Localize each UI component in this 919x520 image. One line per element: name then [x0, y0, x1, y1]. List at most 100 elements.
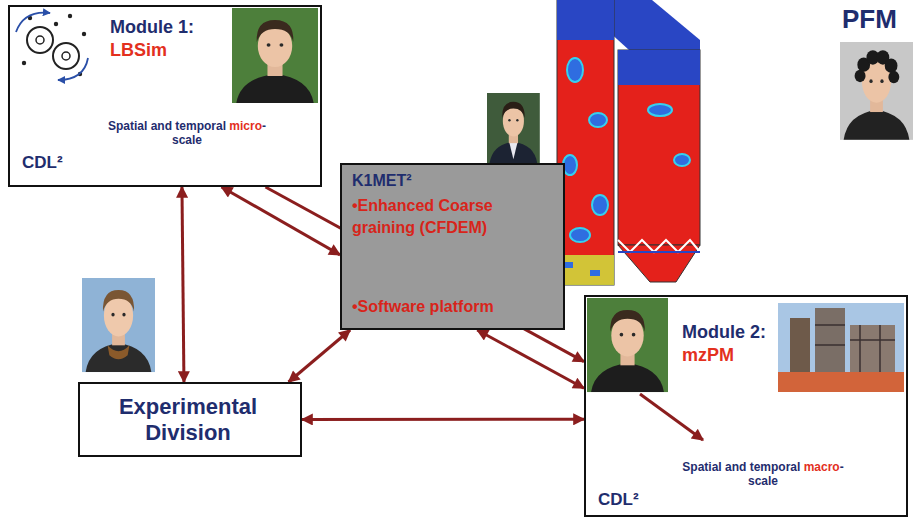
- particle-icon: [36, 36, 44, 44]
- cfd-simulation: [618, 50, 700, 85]
- cfd-simulation: [565, 262, 573, 268]
- module-box: Module 2:mzPM Spatial and temporal macro-…: [584, 295, 908, 517]
- plant-photo: [778, 303, 904, 392]
- division-box: Experimental Division: [78, 382, 302, 457]
- particle-icon: [53, 43, 79, 69]
- module-name: LBSim: [110, 40, 167, 62]
- person-photo: [86, 343, 152, 372]
- bullet-item: •Enhanced Coarse graining (CFDEM): [352, 195, 502, 240]
- person-photo: [587, 298, 668, 392]
- person-photo: [257, 20, 294, 42]
- connector-arrow: [302, 418, 584, 421]
- particle-icon: [16, 13, 50, 32]
- cfd-simulation: [589, 113, 607, 127]
- text-part: Spatial and temporal: [108, 119, 229, 133]
- particle-icon: [54, 22, 58, 26]
- text-part: Spatial and temporal: [682, 460, 803, 474]
- person-photo: [267, 43, 271, 47]
- leader-arrow: [640, 394, 703, 440]
- person-photo: [82, 278, 155, 372]
- person-photo: [103, 290, 134, 312]
- connector-arrow: [289, 330, 351, 382]
- plant-photo: [879, 325, 881, 375]
- person-photo: [122, 313, 125, 317]
- cfd-simulation: [557, 0, 614, 40]
- person-photo: [516, 119, 518, 122]
- group-label: PFM: [842, 4, 897, 35]
- person-photo: [502, 102, 525, 118]
- cfd-simulation: [557, 255, 614, 285]
- plant-photo: [815, 308, 845, 378]
- cfd-simulation: [618, 251, 700, 253]
- particle-icon: [27, 27, 53, 53]
- person-photo: [82, 278, 155, 372]
- cfd-simulation: [557, 0, 700, 285]
- plant-photo: [815, 344, 845, 346]
- person-photo: [108, 345, 130, 359]
- person-photo: [888, 71, 899, 83]
- particle-icon: [16, 13, 88, 80]
- text-part: macro: [804, 460, 840, 474]
- person-photo: [620, 333, 624, 337]
- person-photo: [509, 143, 517, 159]
- person-photo: [844, 110, 910, 140]
- cfd-simulation: [590, 270, 600, 276]
- platform-box: K1MET² •Enhanced Coarse graining (CFDEM) •…: [340, 163, 565, 330]
- person-photo: [587, 298, 668, 392]
- person-photo: [591, 363, 664, 392]
- module-box: Module 1:LBSimSpatial and temporal micro…: [8, 5, 322, 187]
- particle-icon: [82, 32, 86, 36]
- person-photo: [610, 310, 645, 332]
- person-photo: [490, 142, 538, 163]
- particle-icon: [62, 52, 70, 60]
- cfd-simulation: [570, 228, 590, 242]
- lab-name: CDL²: [598, 490, 639, 510]
- particle-icon: [22, 61, 26, 65]
- cfd-simulation: [648, 104, 672, 116]
- division-name: Experimental Division: [80, 394, 296, 447]
- person-photo: [232, 8, 318, 103]
- lab-name: CDL²: [22, 153, 63, 173]
- module-name: mzPM: [682, 345, 734, 367]
- scale-note: Spatial and temporal macro-scale: [678, 460, 848, 489]
- scale-note: Spatial and temporal micro-scale: [102, 119, 272, 148]
- cfd-simulation: [618, 50, 700, 245]
- person-photo: [280, 43, 284, 47]
- person-photo: [236, 74, 313, 103]
- bullet-item: •Software platform: [352, 297, 557, 316]
- cfd-simulation: [592, 195, 608, 215]
- cfd-simulation: [674, 154, 690, 166]
- particle-icon: [68, 14, 72, 18]
- text-part: micro: [229, 119, 262, 133]
- cfd-simulation: [557, 0, 614, 285]
- module-heading: Module 1:: [110, 17, 194, 39]
- person-photo: [111, 313, 114, 317]
- module-heading: Module 2:: [682, 322, 766, 344]
- person-photo: [232, 8, 318, 103]
- person-photo: [855, 70, 866, 82]
- connector-arrow: [477, 330, 584, 388]
- plant-photo: [850, 339, 895, 341]
- cfd-simulation: [563, 155, 577, 175]
- plant-photo: [778, 303, 904, 392]
- cfd-simulation: [618, 240, 700, 252]
- person-photo: [880, 79, 883, 83]
- platform-heading: K1MET²: [352, 171, 412, 190]
- plant-photo: [790, 318, 810, 378]
- plant-photo: [850, 325, 895, 375]
- person-photo: [840, 42, 913, 140]
- cfd-simulation: [567, 58, 583, 82]
- plant-photo: [859, 325, 861, 375]
- person-photo: [487, 93, 540, 163]
- person-photo: [885, 58, 898, 72]
- person-photo: [487, 93, 540, 163]
- person-photo: [840, 42, 913, 140]
- particle-icon: [58, 58, 88, 80]
- person-photo: [632, 333, 636, 337]
- connector-arrow: [182, 187, 184, 382]
- connector-arrow: [222, 187, 340, 255]
- plant-photo: [815, 324, 845, 326]
- person-photo: [869, 79, 872, 83]
- person-photo: [508, 119, 510, 122]
